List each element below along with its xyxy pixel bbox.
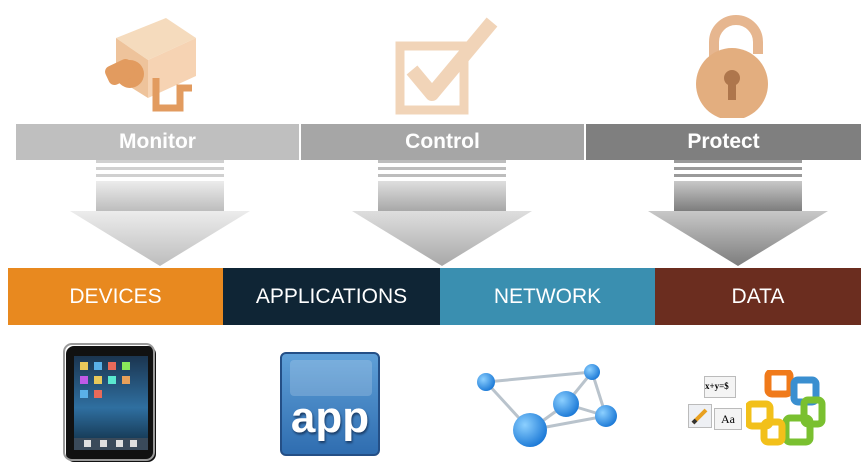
formula-chip-text: x+y=$ <box>705 381 729 391</box>
category-label: APPLICATIONS <box>255 284 408 308</box>
down-arrow-icon <box>70 160 250 266</box>
category-label: NETWORK <box>493 284 602 308</box>
down-arrow-icon <box>648 160 828 266</box>
formula-chip <box>704 376 736 398</box>
category-data: DATA <box>655 268 861 325</box>
pencil-icon <box>688 404 712 428</box>
office-icon: x+y=$ Aa <box>684 370 844 460</box>
tablet-icon <box>63 343 156 462</box>
app-icon: app <box>280 352 380 456</box>
office-logo-icon <box>746 370 826 446</box>
category-label: DATA <box>731 284 785 308</box>
app-icon-text: app <box>290 393 370 442</box>
pillar-label: Control <box>405 130 480 153</box>
category-label: DEVICES <box>69 284 162 308</box>
padlock-icon <box>696 15 768 118</box>
down-arrow-icon <box>352 160 532 266</box>
pillar-protect: Protect <box>586 124 861 160</box>
category-network: NETWORK <box>440 268 655 325</box>
category-applications: APPLICATIONS <box>223 268 440 325</box>
pillar-label: Monitor <box>119 130 196 153</box>
category-devices: DEVICES <box>8 268 223 325</box>
font-chip-text: Aa <box>721 412 735 426</box>
camera-icon <box>105 18 196 112</box>
network-icon <box>477 364 617 447</box>
pillar-control: Control <box>301 124 584 160</box>
pillar-monitor: Monitor <box>16 124 299 160</box>
checkbox-icon <box>395 17 498 115</box>
font-chip: Aa <box>714 408 742 430</box>
pillar-label: Protect <box>687 130 760 153</box>
